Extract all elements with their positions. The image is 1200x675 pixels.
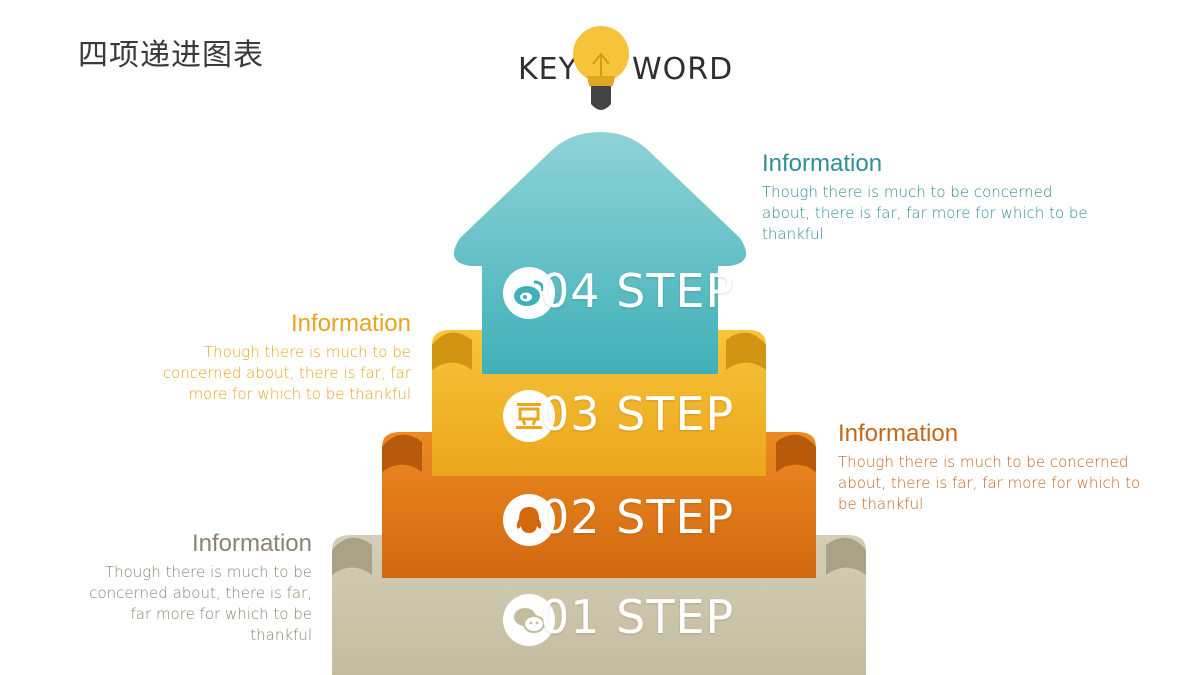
info-step4-heading: Information [762,150,883,177]
info-step4: Information Though there is much to be c… [762,150,1122,245]
step2-curl-left [382,434,422,472]
step4-arrow [453,132,747,374]
info-step3-text: Though there is much to be concerned abo… [162,343,411,403]
step2-label: 02 STEP [540,490,735,544]
step4-label: 04 STEP [540,264,735,318]
weibo-icon [503,267,555,319]
info-step4-text: Though there is much to be concerned abo… [762,183,1088,243]
info-step2-text: Though there is much to be concerned abo… [838,453,1141,513]
info-step1-text: Though there is much to be concerned abo… [89,563,312,644]
step1-curl-right [826,537,866,575]
lightbulb-icon [573,26,629,110]
info-step2-heading: Information [838,420,959,447]
qq-icon [503,494,555,546]
info-step1: Information Though there is much to be c… [70,530,312,646]
step1-label: 01 STEP [540,590,735,644]
step3-curl-right [726,332,766,370]
step1-curl-left [332,537,372,575]
info-step1-heading: Information [191,530,312,557]
page-title: 四项递进图表 [78,38,264,73]
keyword-right: WORD [632,52,734,87]
info-step3: Information Though there is much to be c… [130,310,411,405]
info-step2: Information Though there is much to be c… [838,420,1158,515]
step3-curl-left [432,332,472,370]
step2-curl-right [776,434,816,472]
step3-label: 03 STEP [540,387,735,441]
douban-icon [503,390,555,442]
info-step3-heading: Information [290,310,411,337]
keyword-left: KEY [518,52,578,87]
wechat-icon [503,594,555,646]
